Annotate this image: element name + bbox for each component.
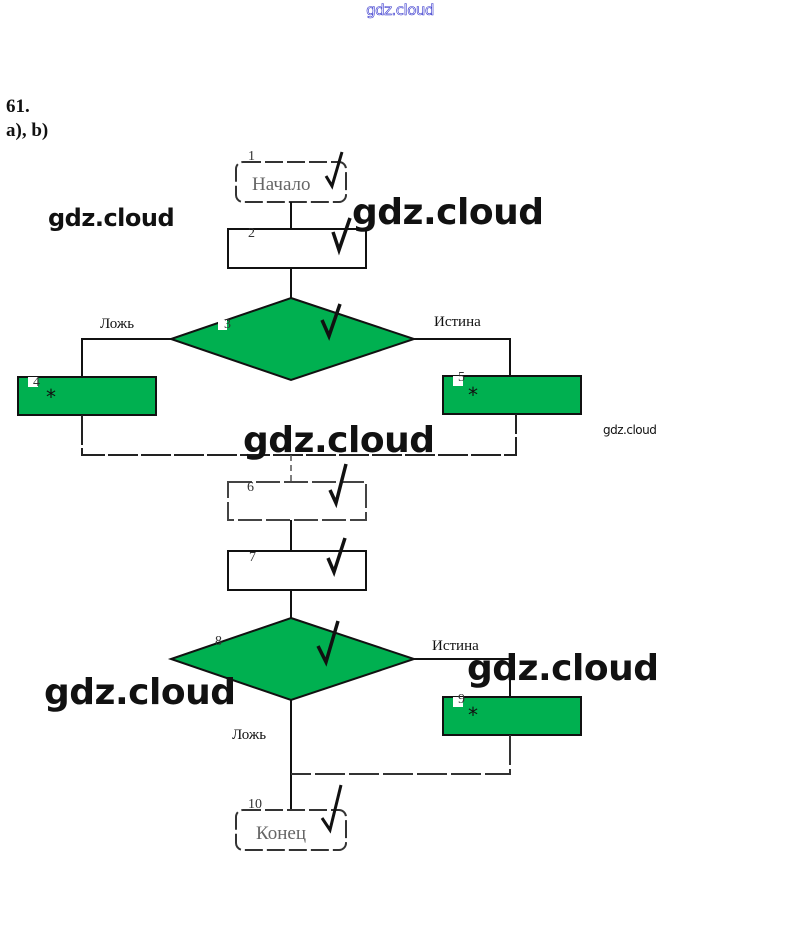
block-5-process: 5 *: [442, 370, 582, 415]
watermark: gdz.cloud: [467, 648, 659, 689]
block-1-number: 1: [248, 149, 255, 164]
block-1-start: 1 Начало: [235, 149, 347, 203]
block-7-process: 7: [227, 537, 367, 591]
task-number: 61.: [6, 96, 30, 117]
watermark: gdz.cloud: [603, 423, 657, 437]
watermark: gdz.cloud: [352, 192, 544, 233]
checkmark-icon: [324, 151, 344, 190]
end-label: Конец: [256, 823, 306, 844]
branch-true-label: Истина: [432, 638, 479, 654]
checkmark-icon: [326, 537, 347, 577]
block-4-number: 4: [33, 375, 40, 390]
watermark: gdz.cloud: [48, 204, 175, 232]
branch-false-label: Ложь: [100, 316, 134, 332]
block-3-number: 3: [224, 317, 231, 332]
block-7-number: 7: [249, 550, 256, 565]
connector: [414, 338, 511, 376]
branch-true-label: Истина: [434, 314, 481, 330]
branch-false-label: Ложь: [232, 727, 266, 743]
watermark: gdz.cloud: [243, 420, 435, 461]
block-9-number: 9: [458, 692, 465, 707]
merge-connector: [81, 414, 517, 456]
checkmark-icon: [320, 784, 343, 834]
block-9-process: 9 *: [442, 692, 582, 736]
block-5-text: *: [468, 383, 478, 407]
block-4-process: 4 *: [17, 375, 157, 416]
connector: [81, 338, 171, 377]
block-9-text: *: [468, 703, 478, 727]
checkmark-icon: [316, 620, 340, 667]
watermark-top: gdz.cloud: [366, 1, 435, 20]
block-6-number: 6: [247, 480, 254, 495]
block-2-process: 2: [227, 217, 367, 269]
checkmark-icon: [320, 303, 342, 341]
subtask-label: a), b): [6, 120, 49, 141]
block-8-number: 8: [215, 634, 222, 649]
checkmark-icon: [331, 217, 352, 256]
block-2-number: 2: [248, 226, 255, 241]
checkmark-icon: [328, 463, 348, 509]
merge-connector: [291, 735, 511, 775]
block-10-number: 10: [248, 797, 262, 812]
block-4-text: *: [46, 385, 56, 409]
block-10-end: 10 Конец: [235, 784, 347, 851]
block-3-decision: 3: [167, 296, 418, 382]
block-5-number: 5: [458, 370, 465, 385]
watermark: gdz.cloud: [44, 672, 236, 713]
block-6-process: 6: [227, 463, 367, 521]
connector: [414, 658, 511, 697]
start-label: Начало: [252, 174, 311, 195]
